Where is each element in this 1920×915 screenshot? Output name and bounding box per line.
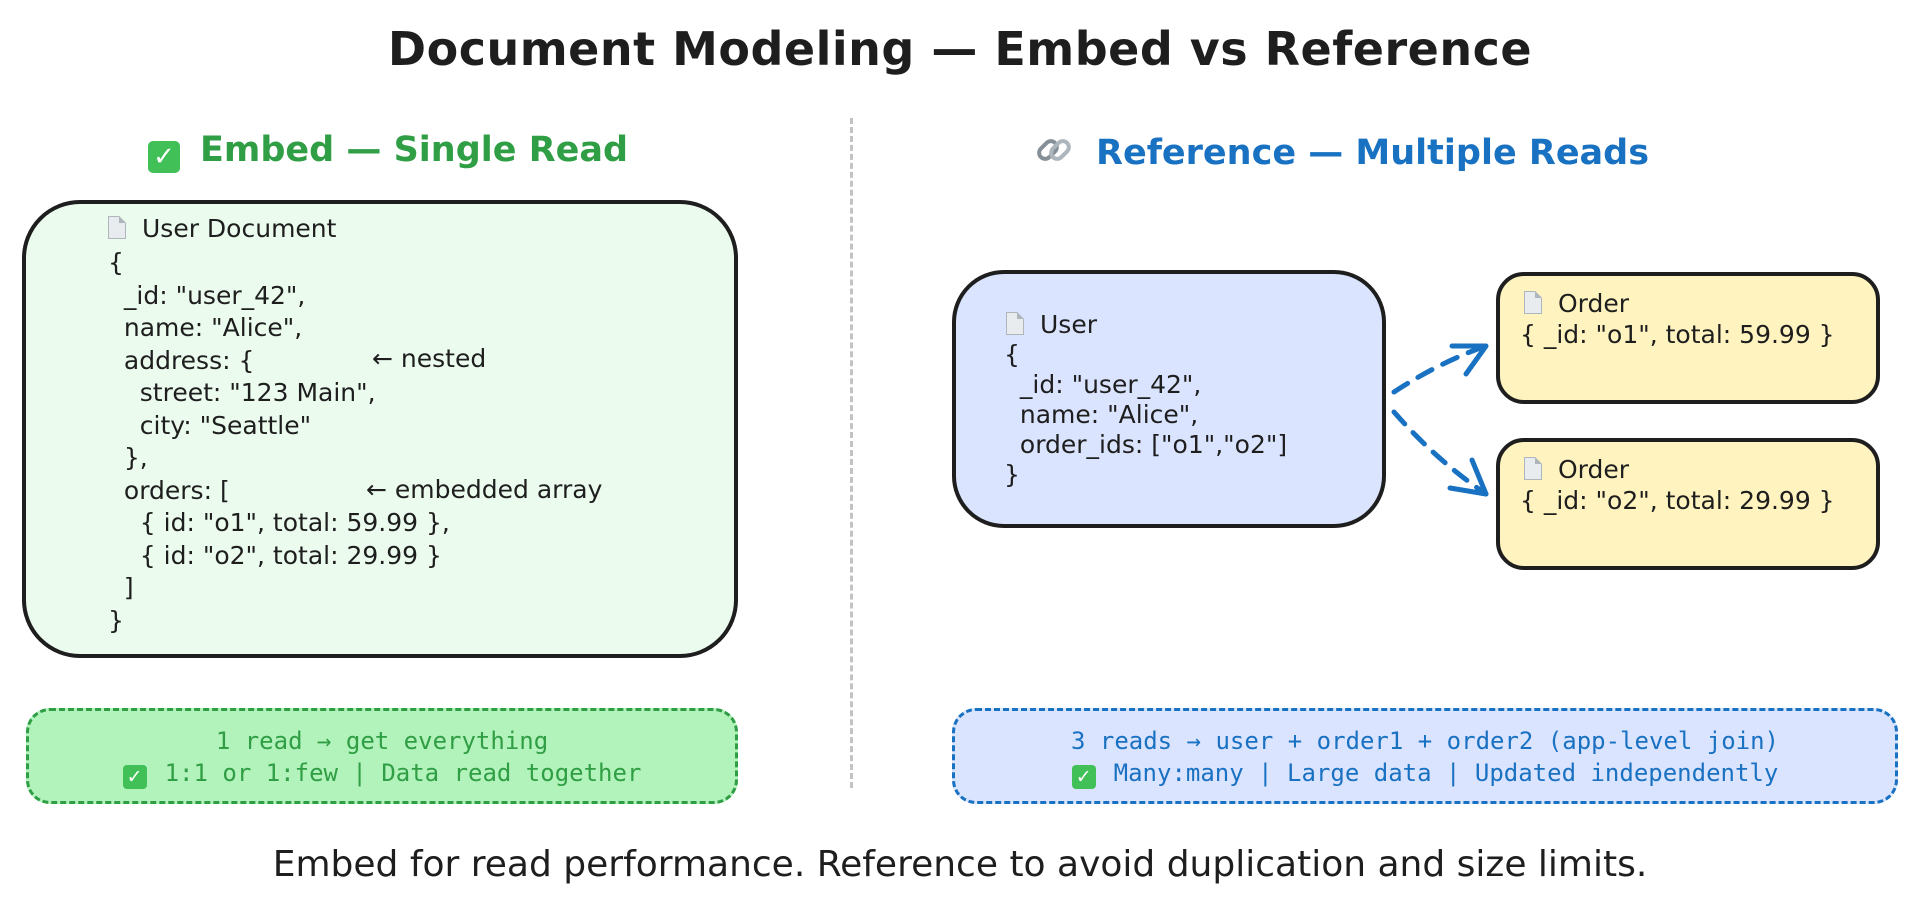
check-icon: ✓ [148,141,180,173]
reference-summary-line-2: ✓ Many:many | Large data | Updated indepe… [955,757,1895,789]
document-icon [1524,457,1542,480]
reference-user-box [952,270,1386,528]
arrow-user-to-order-2 [1391,409,1489,497]
embed-user-document-box [22,200,738,658]
document-icon [1524,291,1542,314]
embed-document-title-text: User Document [142,214,337,243]
order-2-title: Order [1524,455,1629,484]
order-2-box [1496,438,1880,570]
embed-summary-box: 1 read → get everything ✓ 1:1 or 1:few | … [26,708,738,804]
embed-summary-line-2: ✓ 1:1 or 1:few | Data read together [29,757,735,789]
reference-user-code: { _id: "user_42", name: "Alice", order_i… [1004,340,1288,489]
document-icon [108,216,126,239]
check-icon: ✓ [122,765,147,789]
embedded-array-annotation: ← embedded array [366,475,603,504]
embed-heading-text: Embed — Single Read [200,130,629,170]
arrow-user-to-order-1 [1391,343,1489,395]
document-icon [1006,312,1024,335]
reference-user-title: User [1006,310,1097,339]
order-2-value: { _id: "o2", total: 29.99 } [1520,486,1835,515]
reference-summary-line-1: 3 reads → user + order1 + order2 (app-le… [1070,727,1779,755]
embed-document-title: User Document [108,214,336,243]
order-1-title: Order [1524,289,1629,318]
embed-heading: ✓ Embed — Single Read [148,130,628,173]
center-divider [850,118,853,788]
reference-heading-text: Reference — Multiple Reads [1096,133,1650,173]
footer-caption: Embed for read performance. Reference to… [272,844,1648,885]
order-1-title-text: Order [1558,289,1630,318]
order-2-title-text: Order [1558,455,1630,484]
reference-user-title-text: User [1040,310,1097,339]
embed-summary-line-2-text: 1:1 or 1:few | Data read together [164,759,642,787]
reference-summary-box: 3 reads → user + order1 + order2 (app-le… [952,708,1898,804]
order-1-box [1496,272,1880,404]
link-icon [1037,139,1071,161]
embed-document-code: { _id: "user_42", name: "Alice", address… [108,248,450,635]
reference-heading: Reference — Multiple Reads [1034,130,1649,173]
embed-summary-line-1: 1 read → get everything [215,727,549,755]
reference-summary-line-2-text: Many:many | Large data | Updated indepen… [1113,759,1779,787]
diagram-title: Document Modeling — Embed vs Reference [387,22,1533,76]
check-icon: ✓ [1071,765,1096,789]
order-1-value: { _id: "o1", total: 59.99 } [1520,320,1835,349]
nested-annotation: ← nested [372,344,487,373]
